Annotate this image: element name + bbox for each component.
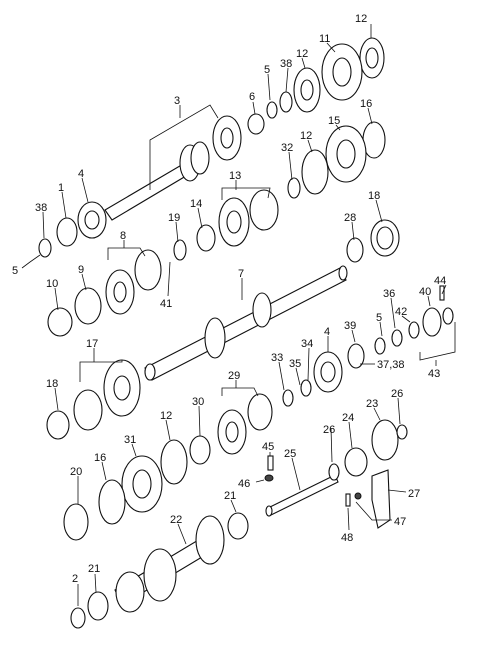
callout-labels: 12 11 5 38 12 6 3 16 15 12 32 13 18 28 1…	[12, 13, 446, 585]
reverse-idler-shaft	[265, 474, 339, 517]
callout-48: 48	[341, 532, 353, 544]
callout-4: 4	[324, 326, 330, 338]
callout-27: 27	[408, 488, 420, 500]
callout-26: 26	[391, 388, 403, 400]
callout-22: 22	[170, 514, 182, 526]
callout-13: 13	[229, 170, 241, 182]
callout-26: 26	[323, 424, 335, 436]
callout-30: 30	[192, 396, 204, 408]
callout-25: 25	[284, 448, 296, 460]
callout-12: 12	[160, 410, 172, 422]
callout-1: 1	[58, 182, 64, 194]
callout-17: 17	[86, 338, 98, 350]
callout-36: 36	[383, 288, 395, 300]
callout-12: 12	[355, 13, 367, 25]
callout-16: 16	[360, 98, 372, 110]
callout-4: 4	[78, 168, 84, 180]
callout-2: 2	[72, 573, 78, 585]
callout-21: 21	[88, 563, 100, 575]
callout-43: 43	[428, 368, 440, 380]
input-shaft	[104, 141, 210, 221]
callout-5: 5	[376, 312, 382, 324]
callout-18: 18	[46, 378, 58, 390]
callout-14: 14	[190, 198, 202, 210]
callout-5: 5	[264, 64, 270, 76]
callout-7: 7	[238, 268, 244, 280]
main-shaft	[144, 265, 348, 381]
callout-3: 3	[174, 95, 180, 107]
leader-lines	[21, 24, 456, 606]
callout-41: 41	[160, 298, 172, 310]
callout-9: 9	[78, 264, 84, 276]
callout-40: 40	[419, 286, 431, 298]
callout-23: 23	[366, 398, 378, 410]
callout-21: 21	[224, 490, 236, 502]
callout-29: 29	[228, 370, 240, 382]
callout-24: 24	[342, 412, 354, 424]
callout-8: 8	[120, 230, 126, 242]
callout-19: 19	[168, 212, 180, 224]
callout-46: 46	[238, 478, 250, 490]
callout-45: 45	[262, 441, 274, 453]
callout-38: 38	[280, 58, 292, 70]
callout-32: 32	[281, 142, 293, 154]
callout-34: 34	[301, 338, 313, 350]
gear-set	[38, 37, 454, 629]
callout-18: 18	[368, 190, 380, 202]
callout-37-38: 37,38	[377, 359, 405, 371]
callout-33: 33	[271, 352, 283, 364]
callout-31: 31	[124, 434, 136, 446]
callout-16: 16	[94, 452, 106, 464]
callout-5: 5	[12, 265, 18, 277]
callout-47: 47	[394, 516, 406, 528]
callout-39: 39	[344, 320, 356, 332]
callout-10: 10	[46, 278, 58, 290]
callout-38: 38	[35, 202, 47, 214]
callout-28: 28	[344, 212, 356, 224]
callout-12: 12	[296, 48, 308, 60]
callout-15: 15	[328, 115, 340, 127]
callout-6: 6	[249, 91, 255, 103]
callout-12: 12	[300, 130, 312, 142]
callout-20: 20	[70, 466, 82, 478]
callout-42: 42	[395, 306, 407, 318]
callout-11: 11	[319, 33, 330, 45]
callout-44: 44	[434, 275, 446, 287]
callout-35: 35	[289, 358, 301, 370]
countershaft	[114, 515, 225, 613]
